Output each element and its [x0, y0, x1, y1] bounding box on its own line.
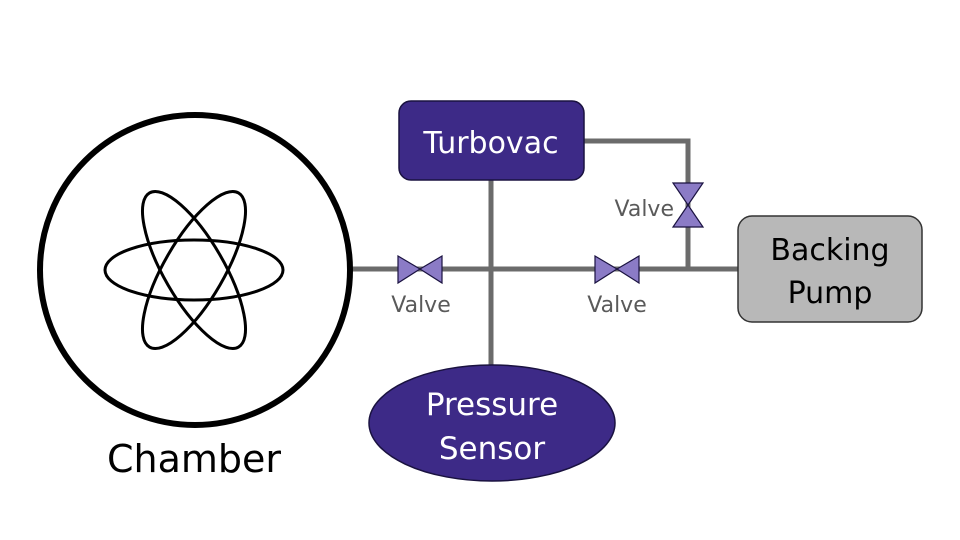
chamber[interactable]: Chamber	[37, 112, 353, 481]
backing-pump[interactable]: Backing Pump	[737, 215, 923, 323]
valve-icon	[418, 254, 443, 285]
turbovac-box	[398, 100, 585, 181]
valve-bypass[interactable]: Valve	[615, 182, 705, 228]
backing-pump-box	[737, 215, 923, 323]
valve-icon	[615, 254, 640, 285]
valve-icon	[594, 254, 619, 285]
valve-bypass-label: Valve	[615, 197, 675, 222]
valve-backing-label: Valve	[587, 293, 647, 318]
valve-icon	[671, 182, 705, 207]
valve-icon	[671, 203, 705, 228]
backing-pump-label-line2: Pump	[788, 276, 873, 311]
valve-icon	[397, 254, 422, 285]
chamber-circle	[37, 112, 353, 428]
turbovac-label: Turbovac	[422, 126, 558, 161]
valve-chamber[interactable]: Valve	[391, 254, 451, 318]
valve-chamber-label: Valve	[391, 293, 451, 318]
chamber-label: Chamber	[107, 437, 281, 481]
pressure-sensor-ellipse	[368, 364, 616, 482]
pressure-sensor-label-line1: Pressure	[426, 387, 558, 423]
backing-pump-label-line1: Backing	[770, 233, 889, 268]
turbovac[interactable]: Turbovac	[398, 100, 585, 181]
atom-icon	[103, 189, 285, 351]
pressure-sensor-label-line2: Sensor	[439, 431, 546, 467]
pressure-sensor[interactable]: Pressure Sensor	[368, 364, 616, 482]
valve-backing[interactable]: Valve	[587, 254, 647, 318]
